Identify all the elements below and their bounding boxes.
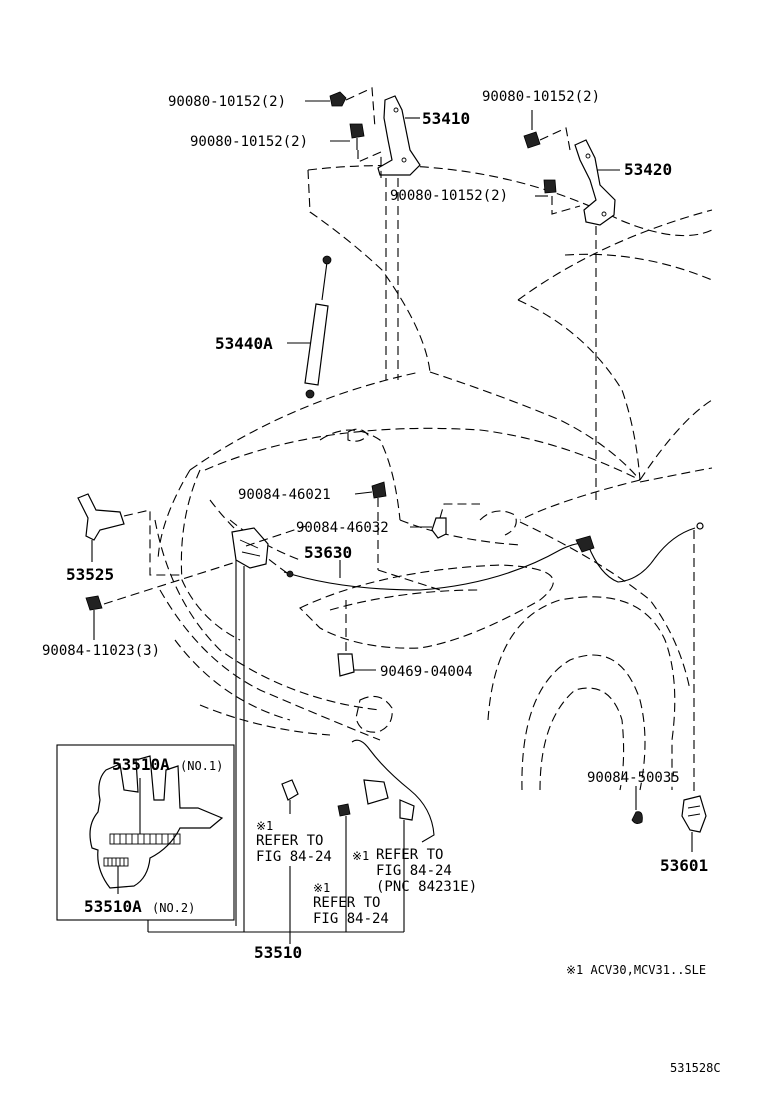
note-mark-3: ※1 [313, 881, 330, 895]
refer-2-line-a: REFER TO [376, 847, 443, 863]
clip-cable-1 [371, 481, 387, 499]
label-bolt-hinge-l-left: 90080-10152(2) [168, 94, 286, 110]
hinge-left-part [377, 95, 421, 176]
label-lock-assy: 53510 [254, 943, 302, 962]
fog-lamp [355, 695, 393, 733]
refer-1-line-b: FIG 84-24 [256, 849, 332, 865]
label-bolt-hinge-r-top: 90080-10152(2) [482, 89, 600, 105]
bolt-hinge-left-b [349, 123, 365, 150]
front-wheel [521, 654, 646, 791]
note-mark-1: ※1 [256, 819, 273, 833]
label-hinge-r: 53420 [624, 160, 672, 179]
label-lock-no1-suffix: (NO.1) [180, 759, 223, 773]
switch-harness-part [337, 739, 435, 843]
label-clamp: 90469-04004 [380, 664, 473, 680]
label-clip-cable-2: 90084-46032 [296, 520, 389, 536]
car-body-outline [154, 165, 713, 791]
refer-2-line-b: FIG 84-24 [376, 863, 452, 879]
headlight-outline [299, 564, 554, 649]
refer-3-line-b: FIG 84-24 [313, 911, 389, 927]
switch-clip-part [281, 779, 299, 814]
footnote: ※1 ACV30,MCV31..SLE [566, 963, 706, 977]
label-clip-lever: 90084-50035 [587, 770, 680, 786]
label-lock-no2-suffix: (NO.2) [152, 901, 195, 915]
bolt-hood-hook [85, 595, 103, 611]
label-support: 53440A [215, 334, 273, 353]
refer-1-line-a: REFER TO [256, 833, 323, 849]
lock-detail-inset [56, 744, 235, 921]
hinge-right-part [574, 139, 616, 226]
clip-lever-part [631, 811, 643, 824]
refer-2-line-c: (PNC 84231E) [376, 879, 477, 895]
label-bolt-hook: 90084-11023(3) [42, 643, 160, 659]
hood-hook-part [77, 493, 125, 560]
label-bolt-hinge-l-lower: 90080-10152(2) [190, 134, 308, 150]
part-labels: 90080-10152(2) 90080-10152(2) 53410 9008… [42, 89, 721, 1075]
cowl-line [189, 371, 421, 471]
figure-code: 531528C [670, 1061, 721, 1075]
clamp-part [337, 653, 355, 677]
label-clip-cable-1: 90084-46021 [238, 487, 331, 503]
refer-3-line-a: REFER TO [313, 895, 380, 911]
clip-cable-2 [431, 517, 447, 539]
bolt-hinge-right-a [523, 131, 541, 149]
label-lock-no2: 53510A [84, 897, 142, 916]
label-lever: 53601 [660, 856, 708, 875]
label-bolt-hinge-r-lower: 90080-10152(2) [390, 188, 508, 204]
hood-support-strut [304, 255, 332, 399]
bumper-outline [154, 519, 381, 711]
bolt-hinge-right-b [543, 179, 557, 194]
leader-lines [91, 87, 695, 944]
front-wheel-arch [487, 596, 676, 790]
fender-line [639, 467, 713, 483]
hood-release-lever [681, 795, 707, 833]
bolt-hinge-left-a [329, 91, 347, 107]
label-hinge-l: 53410 [422, 109, 470, 128]
note-mark-2: ※1 [352, 849, 369, 863]
label-hook-part: 53525 [66, 565, 114, 584]
label-cable: 53630 [304, 543, 352, 562]
hood-panel [307, 165, 713, 237]
release-cable [283, 522, 704, 591]
hood-lock-in-car [231, 527, 269, 569]
label-lock-no1: 53510A [112, 755, 170, 774]
